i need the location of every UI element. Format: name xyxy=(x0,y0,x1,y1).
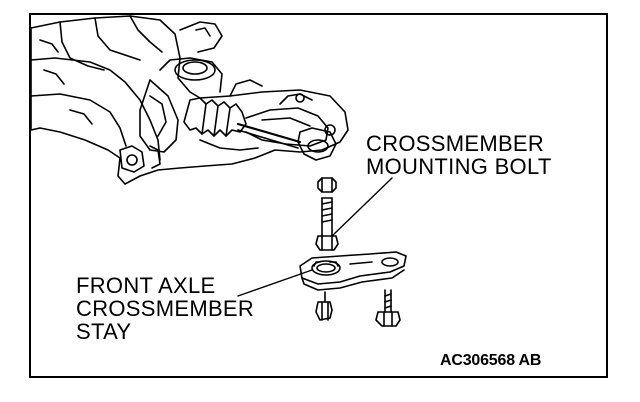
leader-line-mounting-bolt xyxy=(331,177,393,237)
crossmember-mounting-bolt-drawing xyxy=(315,197,339,251)
label-crossmember-mounting-bolt: CROSSMEMBER MOUNTING BOLT xyxy=(366,132,552,178)
stay-bolt-right-drawing xyxy=(375,289,401,327)
stay-nut-left-drawing xyxy=(315,291,333,321)
label-line: FRONT AXLE xyxy=(76,273,216,298)
label-line: STAY xyxy=(76,319,132,344)
upper-nut-drawing xyxy=(317,177,337,193)
figure-frame xyxy=(29,13,608,378)
crossmember-assembly-drawing xyxy=(30,15,349,185)
crossmember-stay-drawing xyxy=(299,251,407,291)
leader-line-crossmember-stay xyxy=(237,269,313,297)
figure-code: AC306568 AB xyxy=(440,352,542,369)
label-line: CROSSMEMBER xyxy=(76,296,255,321)
label-front-axle-crossmember-stay: FRONT AXLE CROSSMEMBER STAY xyxy=(76,274,254,343)
label-line: CROSSMEMBER xyxy=(366,131,545,156)
label-line: MOUNTING BOLT xyxy=(366,154,552,179)
